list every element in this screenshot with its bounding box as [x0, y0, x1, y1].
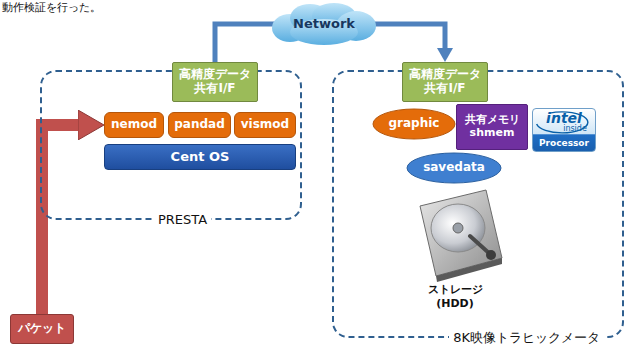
- hdd-illustration: [420, 190, 502, 282]
- process-ellipse: savedata: [406, 152, 502, 184]
- cut-text: 動作検証を行った。: [2, 0, 122, 15]
- node-text: nemod: [111, 118, 157, 132]
- node-text: Cent OS: [171, 150, 230, 165]
- memory-box: 共有メモリshmem: [456, 104, 528, 150]
- network-link: [370, 24, 445, 48]
- hdd-spindle: [453, 223, 463, 233]
- processor-logo: intelinsideProcessor: [532, 108, 596, 152]
- node-text: 高精度データ 共有I/F: [177, 68, 253, 96]
- node-text: 高精度データ 共有I/F: [407, 68, 483, 96]
- os-bar: Cent OS: [104, 144, 296, 170]
- interface-box: 高精度データ 共有I/F: [402, 62, 488, 102]
- ellipse-outline: [407, 153, 501, 183]
- node-text: graphic: [389, 117, 440, 131]
- system-region: 高精度データ 共有I/Fgraphic共有メモリshmemintelinside…: [332, 70, 624, 338]
- node-text: pandad: [174, 118, 225, 132]
- interface-box: 高精度データ 共有I/F: [172, 62, 258, 102]
- node-text: intel: [546, 111, 582, 125]
- network-link: [215, 24, 278, 62]
- node-text: Network: [293, 17, 355, 32]
- packet-box: パケット: [10, 314, 74, 344]
- hdd-arm: [470, 236, 490, 254]
- node-text: vismod: [241, 118, 289, 132]
- node-text: inside: [563, 125, 587, 133]
- region-title: PRESTA: [154, 213, 211, 228]
- module-box: pandad: [168, 112, 231, 138]
- storage-label: ストレージ (HDD): [418, 282, 492, 310]
- region-title: 8K映像トラヒックメータ: [449, 331, 604, 346]
- system-region: 高精度データ 共有I/FnemodpandadvismodCent OSPRES…: [40, 70, 302, 220]
- node-text: パケット: [18, 322, 66, 336]
- network-cloud: Network: [268, 2, 380, 46]
- swoosh-ring: [536, 112, 588, 133]
- module-box: nemod: [104, 112, 164, 138]
- node-text: Processor: [539, 138, 589, 148]
- node-text: 共有メモリ: [465, 114, 520, 127]
- node-text: savedata: [423, 161, 485, 175]
- node-text: shmem: [470, 127, 515, 140]
- process-ellipse: graphic: [372, 108, 456, 140]
- ellipse-outline: [373, 109, 455, 139]
- hdd-case-side: [436, 258, 502, 282]
- hdd-pivot: [486, 250, 496, 260]
- module-box: vismod: [234, 112, 296, 138]
